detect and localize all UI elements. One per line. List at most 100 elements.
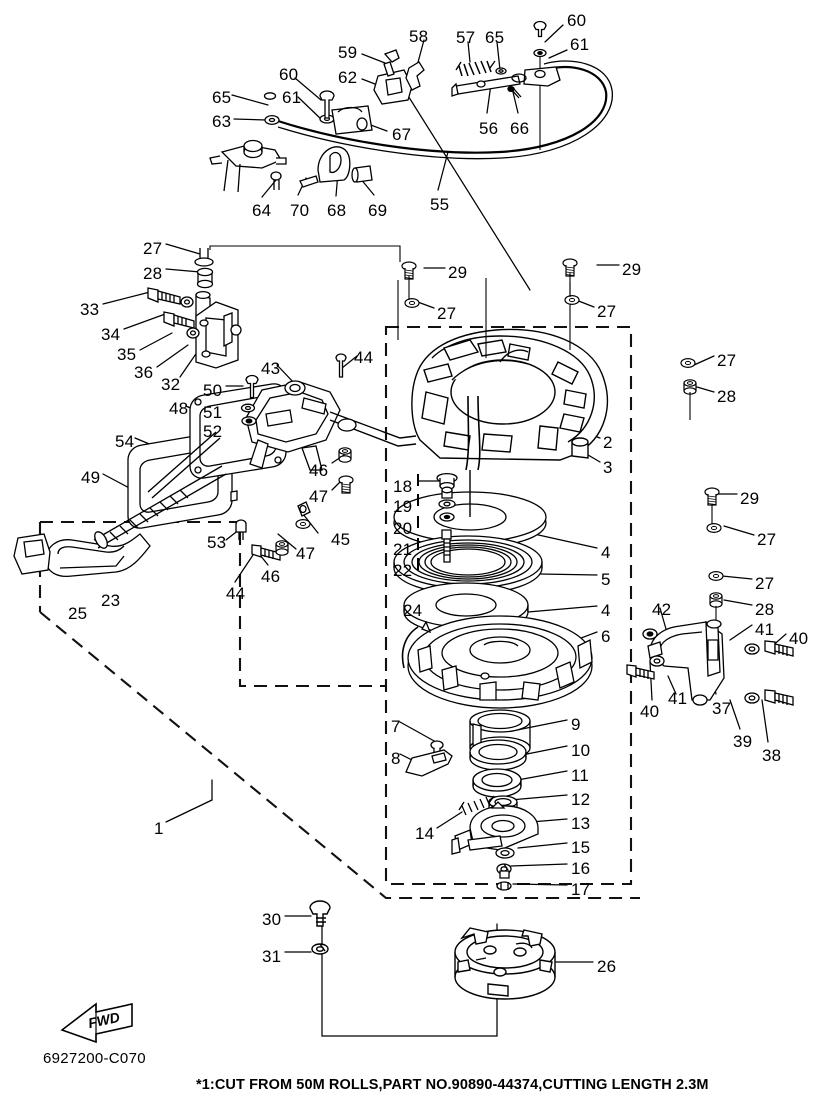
callout-number: 59 [338,43,358,62]
callout-number: 14 [415,824,435,843]
callout-number: 1 [154,819,164,838]
callout-number: 46 [309,461,329,480]
callout-number: 16 [571,859,591,878]
callout-number: 60 [279,65,299,84]
callout-number: 40 [640,702,660,721]
callout-number: 29 [740,489,760,508]
callout-number: 15 [571,838,591,857]
callout-number: 30 [262,910,282,929]
callout-number: 24 [403,601,423,620]
callout-number: 33 [80,300,100,319]
callout-number: 58 [409,27,429,46]
starter-case-2 [397,278,609,471]
callout-number: 27 [755,574,775,593]
diagram-code: 6927200-C070 [43,1050,146,1067]
callout-number: 68 [327,201,347,220]
callout-number: 34 [101,325,121,344]
lever-37-assembly [626,619,794,706]
callout-number: 64 [252,201,272,220]
callout-number: 10 [571,741,591,760]
callout-number: 13 [571,814,591,833]
callout-number: 35 [117,345,137,364]
callout-number: 7 [391,717,401,736]
callout-number: 44 [226,584,246,603]
callout-number: 70 [290,201,310,220]
callout-number: 28 [755,600,775,619]
fastener-stack-18-22 [417,472,458,570]
callout-number: 20 [393,519,413,538]
callout-number: 52 [203,422,223,441]
callout-number: 23 [101,591,121,610]
callout-number: 21 [393,540,413,559]
callout-number: 3 [603,458,613,477]
recoil-spring-stack [393,470,593,709]
callout-number: 41 [668,689,688,708]
callout-number: 45 [331,530,351,549]
control-cable-assembly [277,60,613,160]
callout-number: 28 [717,387,737,406]
callout-number: 61 [282,88,302,107]
callout-number: 38 [762,746,782,765]
callout-number: 37 [712,699,732,718]
callout-number: 42 [652,600,672,619]
callout-number: 39 [733,732,753,751]
callout-number: 65 [485,28,505,47]
callout-number: 26 [597,957,617,976]
callout-number: 11 [571,766,590,785]
callout-number: 17 [571,880,591,899]
callout-number: 4 [601,601,611,620]
callout-number: 32 [161,375,181,394]
callout-number: 22 [393,561,413,580]
callout-number: 27 [757,530,777,549]
callout-number: 40 [789,629,809,648]
callout-number: 69 [368,201,388,220]
callout-number: 29 [448,263,468,282]
callout-number: 47 [309,487,329,506]
callout-number: 53 [207,533,227,552]
callout-number: 27 [437,304,457,323]
callout-number: 28 [143,264,163,283]
callout-number: 44 [354,348,374,367]
callout-number: 41 [755,620,775,639]
callout-number: 55 [430,195,450,214]
callout-number: 2 [603,433,613,452]
callout-number: 54 [115,432,135,451]
starter-handle-group [13,465,227,578]
callout-number: 6 [601,627,611,646]
callout-number: 29 [622,260,642,279]
callout-number: 66 [510,119,530,138]
callout-number: 57 [456,28,476,47]
bracket-32-assembly [147,245,401,369]
callout-number: 63 [212,112,232,131]
callout-number: 50 [203,381,223,400]
callout-number: 5 [601,570,611,589]
callout-number: 8 [391,749,401,768]
callout-number: 9 [571,715,581,734]
callout-number: 25 [68,604,88,623]
callout-number: 18 [393,477,413,496]
callout-number: 27 [717,351,737,370]
callout-number: 51 [203,403,223,422]
callout-number: 12 [571,790,591,809]
callout-number: 48 [169,399,189,418]
callout-number: 47 [296,544,316,563]
callout-number: 65 [212,88,232,107]
callout-number: 56 [479,119,499,138]
callout-number: 27 [597,302,617,321]
callout-number: 60 [567,11,587,30]
callout-number: 27 [143,239,163,258]
drive-cup-26 [309,900,556,1000]
callout-number: 62 [338,68,358,87]
callout-number: 49 [81,468,101,487]
fwd-arrow-icon [60,1002,133,1044]
drive-pawl-stack [405,709,539,891]
callout-number: 19 [393,497,413,516]
panel-48-assembly [127,353,417,561]
callout-number: 43 [261,359,281,378]
top-left-linkage [209,20,561,193]
callout-number: 4 [601,543,611,562]
leader-lines [102,24,787,1037]
callout-number: 36 [134,363,154,382]
callout-number: 61 [570,35,590,54]
